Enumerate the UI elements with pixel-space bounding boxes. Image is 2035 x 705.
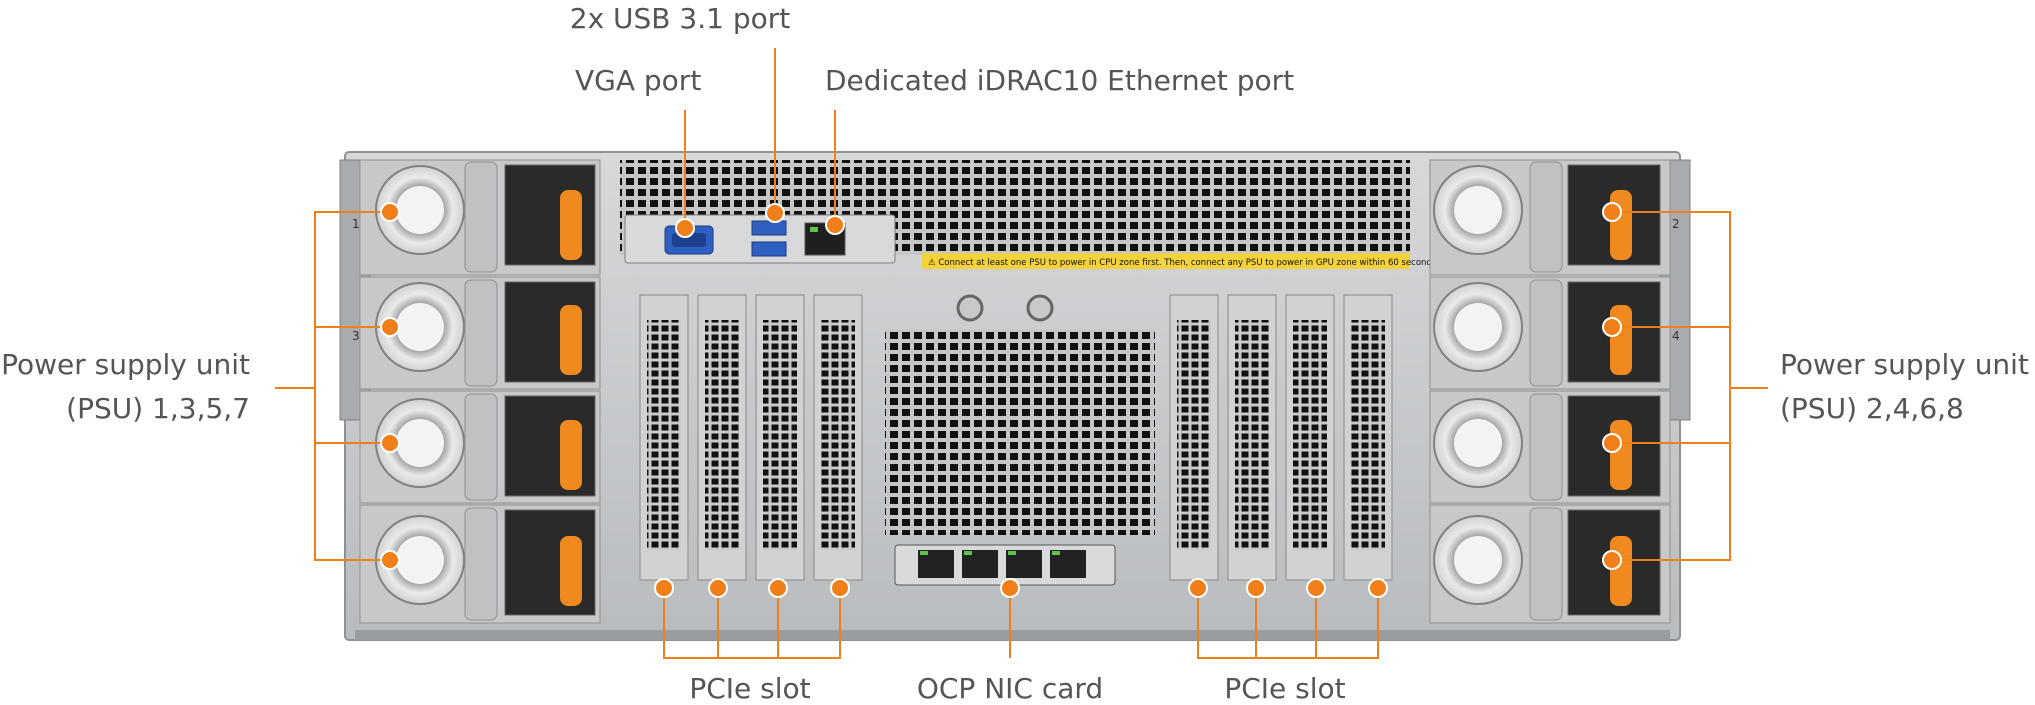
center-vent-grille — [885, 330, 1155, 535]
callout-dot-psu6 — [1602, 433, 1622, 453]
psu-right-8 — [1429, 504, 1671, 624]
pcie-slots-left — [639, 294, 863, 581]
psu-left-7 — [359, 504, 601, 624]
psu-left-3 — [359, 276, 601, 390]
callout-dot-psu2 — [1602, 202, 1622, 222]
label-psu-right-2: (PSU) 2,4,6,8 — [1780, 392, 1964, 425]
psu-handle[interactable] — [1610, 305, 1632, 375]
callout-dot-pcie — [1188, 578, 1208, 598]
label-usb: 2x USB 3.1 port — [570, 2, 791, 35]
usb-port-1[interactable] — [751, 220, 787, 236]
callout-dot-pcie — [654, 578, 674, 598]
callout-dots — [380, 202, 1622, 598]
label-vga: VGA port — [575, 64, 701, 97]
callout-dot-usb — [765, 203, 785, 223]
psu-handle[interactable] — [1610, 536, 1632, 606]
psu-bank-left: 1 3 — [352, 159, 601, 624]
callout-dot-psu1 — [380, 202, 400, 222]
psu-number-3: 3 — [352, 329, 360, 343]
label-idrac: Dedicated iDRAC10 Ethernet port — [825, 64, 1294, 97]
psu-left-1 — [359, 159, 601, 276]
usb-port-2[interactable] — [751, 241, 787, 257]
psu-handle[interactable] — [560, 536, 582, 606]
psu-handle[interactable] — [1610, 190, 1632, 260]
label-pcie-right: PCIe slot — [1224, 672, 1345, 705]
label-psu-left-2: (PSU) 1,3,5,7 — [66, 392, 250, 425]
psu-number-4: 4 — [1672, 329, 1680, 343]
callout-dot-pcie — [1368, 578, 1388, 598]
psu-bank-right: 2 4 — [1429, 159, 1680, 624]
label-ocp: OCP NIC card — [917, 672, 1103, 705]
callout-dot-pcie — [708, 578, 728, 598]
callout-dot-vga — [675, 218, 695, 238]
psu-left-5 — [359, 390, 601, 504]
callout-dot-idrac — [825, 215, 845, 235]
callout-dot-pcie — [1306, 578, 1326, 598]
label-pcie-left: PCIe slot — [689, 672, 810, 705]
psu-right-2 — [1429, 159, 1671, 276]
psu-handle[interactable] — [560, 420, 582, 490]
warning-label: ⚠ Connect at least one PSU to power in C… — [922, 253, 1439, 269]
psu-right-6 — [1429, 390, 1671, 504]
label-psu-right-1: Power supply unit — [1780, 348, 2029, 381]
pcie-slots-right — [1169, 294, 1393, 581]
ocp-nic-card[interactable] — [894, 544, 1116, 586]
callout-dot-pcie — [1246, 578, 1266, 598]
callout-dot-ocp — [1000, 578, 1020, 598]
callout-dot-psu7 — [380, 550, 400, 570]
psu-handle[interactable] — [560, 190, 582, 260]
callout-dot-pcie — [768, 578, 788, 598]
callout-dot-pcie — [830, 578, 850, 598]
psu-number-1: 1 — [352, 217, 360, 231]
psu-right-4 — [1429, 276, 1671, 390]
psu-number-2: 2 — [1672, 217, 1680, 231]
psu-handle[interactable] — [1610, 420, 1632, 490]
label-psu-left-1: Power supply unit — [1, 348, 250, 381]
callout-dot-psu5 — [380, 433, 400, 453]
callout-dot-psu8 — [1602, 550, 1622, 570]
callout-dot-psu3 — [380, 317, 400, 337]
psu-handle[interactable] — [560, 305, 582, 375]
callout-dot-psu4 — [1602, 317, 1622, 337]
warning-text: ⚠ Connect at least one PSU to power in C… — [928, 258, 1439, 268]
callout-lines — [275, 48, 1768, 659]
io-panel — [624, 214, 896, 264]
